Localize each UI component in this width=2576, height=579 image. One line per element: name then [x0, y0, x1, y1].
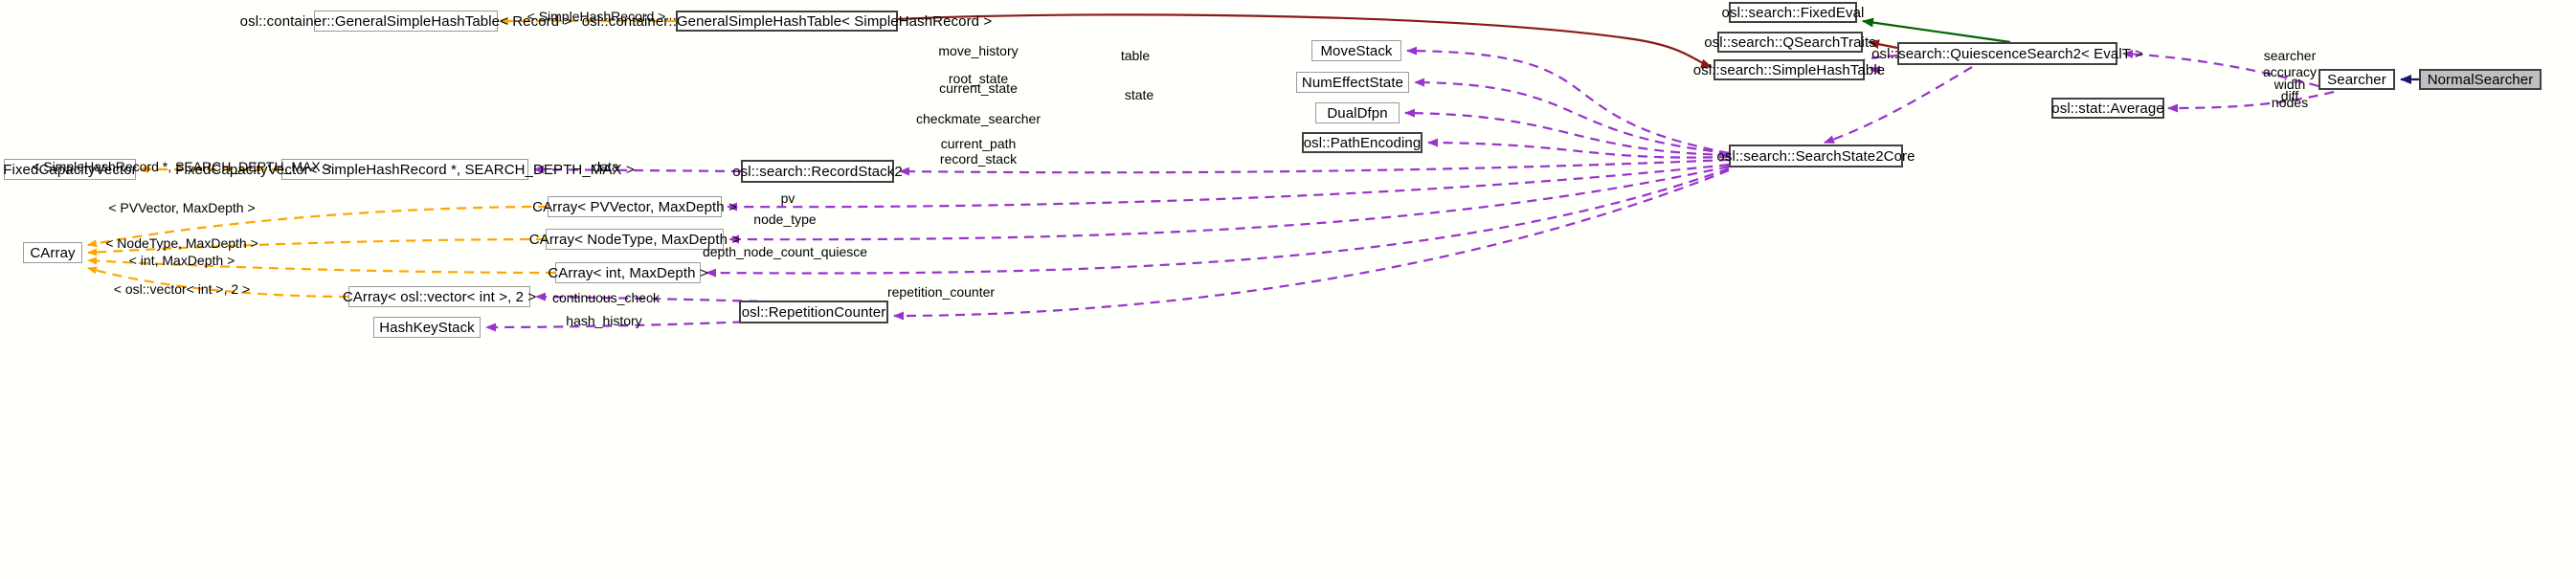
- edge-label-lbl-current-path: current_path: [940, 136, 1017, 151]
- node-label: osl::container::GeneralSimpleHashTable< …: [581, 12, 993, 30]
- edge-label-lbl-node-type: node_type: [753, 212, 817, 227]
- usage-edges: [485, 46, 2335, 332]
- edge-gsht-shr-simplehashtable: [897, 13, 1713, 69]
- node-hashkeystack[interactable]: HashKeyStack: [373, 317, 481, 338]
- node-label: osl::search::RecordStack2: [732, 163, 903, 180]
- node-qsearchtraits[interactable]: osl::search::QSearchTraits: [1704, 32, 1876, 53]
- edge-label-lbl-shr-sdm: < SimpleHashRecord *, SEARCH_DEPTH_MAX >: [32, 159, 332, 174]
- node-fixedcapacityvector[interactable]: FixedCapacityVector: [3, 159, 137, 180]
- node-quiescencesearch2[interactable]: osl::search::QuiescenceSearch2< EvalT >: [1871, 42, 2143, 65]
- node-label: NormalSearcher: [2427, 71, 2534, 88]
- node-stataverage[interactable]: osl::stat::Average: [2051, 98, 2164, 119]
- edge-label-lbl-repetition-counter: repetition_counter: [886, 284, 996, 300]
- edge-movestack-move-history: [1406, 46, 1730, 155]
- node-normalsearcher[interactable]: NormalSearcher: [2419, 69, 2542, 90]
- node-label: CArray< PVVector, MaxDepth >: [532, 198, 737, 215]
- node-label: osl::search::SimpleHashTable: [1692, 61, 1886, 78]
- node-carray[interactable]: CArray: [23, 242, 82, 263]
- edge-label-lbl-table: table: [1120, 48, 1151, 63]
- edge-pathencoding-current-path: [1427, 138, 1730, 159]
- edge-label-lbl-data: data: [593, 159, 619, 174]
- node-label: osl::search::QuiescenceSearch2< EvalT >: [1871, 45, 2143, 62]
- edge-label-lbl-vecint2: < osl::vector< int >, 2 >: [113, 281, 251, 297]
- edge-dualdfpn-checkmate: [1404, 108, 1730, 157]
- node-label: FixedCapacityVector< SimpleHashRecord *,…: [175, 161, 635, 178]
- edge-label-lbl-root-state: root_state: [948, 71, 1009, 86]
- node-label: DualDfpn: [1327, 104, 1388, 122]
- node-label: osl::PathEncoding: [1303, 134, 1422, 151]
- node-label: osl::search::FixedEval: [1721, 4, 1865, 21]
- node-dualdfpn[interactable]: DualDfpn: [1315, 102, 1400, 123]
- node-numeffectstate[interactable]: NumEffectState: [1296, 72, 1409, 93]
- edge-label-lbl-depth-node-count: depth_node_count_quiesce: [702, 244, 868, 259]
- edge-label-lbl-hash-history: hash_history: [566, 313, 642, 328]
- edge-recordstack2-record-stack: [899, 158, 1730, 176]
- node-label: osl::search::SearchState2Core: [1716, 147, 1915, 165]
- node-gsht-shr[interactable]: osl::container::GeneralSimpleHashTable< …: [582, 11, 992, 32]
- node-simplehashtable[interactable]: osl::search::SimpleHashTable: [1693, 59, 1885, 80]
- node-carray-nodetype[interactable]: CArray< NodeType, MaxDepth >: [529, 229, 740, 250]
- edge-repetitioncounter-repetition: [893, 168, 1730, 321]
- edge-label-lbl-checkmate-searcher: checkmate_searcher: [916, 111, 1041, 126]
- edge-label-lbl-int-maxdepth: < int, MaxDepth >: [128, 253, 235, 268]
- node-label: HashKeyStack: [379, 319, 475, 336]
- node-recordstack2[interactable]: osl::search::RecordStack2: [732, 160, 903, 183]
- node-carray-pv[interactable]: CArray< PVVector, MaxDepth >: [532, 196, 737, 217]
- node-pathencoding[interactable]: osl::PathEncoding: [1302, 132, 1422, 153]
- edge-numeffectstate-root-state: [1414, 78, 1730, 155]
- node-repetitioncounter[interactable]: osl::RepetitionCounter: [739, 301, 888, 323]
- node-label: CArray< osl::vector< int >, 2 >: [342, 288, 537, 305]
- edge-quiescencesearch2-fixedeval: [1862, 17, 2011, 44]
- node-carray-int[interactable]: CArray< int, MaxDepth >: [548, 262, 708, 283]
- edge-label-lbl-simplehashrecord: < SimpleHashRecord >: [526, 9, 666, 24]
- node-fcv-shr-sdm[interactable]: FixedCapacityVector< SimpleHashRecord *,…: [175, 159, 635, 180]
- node-searchstate2core[interactable]: osl::search::SearchState2Core: [1716, 145, 1915, 167]
- node-gsht-record[interactable]: osl::container::GeneralSimpleHashTable< …: [240, 11, 571, 32]
- node-label: FixedCapacityVector: [3, 161, 137, 178]
- edge-label-lbl-pv: pv: [780, 190, 795, 206]
- node-label: NumEffectState: [1301, 74, 1404, 91]
- node-label: Searcher: [2327, 71, 2386, 88]
- node-label: osl::container::GeneralSimpleHashTable< …: [239, 12, 572, 30]
- node-label: CArray< NodeType, MaxDepth >: [528, 231, 741, 248]
- node-label: CArray< int, MaxDepth >: [548, 264, 708, 281]
- node-label: osl::search::QSearchTraits: [1704, 33, 1876, 51]
- edge-label-lbl-continuous-check: continuous_check: [551, 290, 661, 305]
- edge-label-lbl-pvvector-maxdepth: < PVVector, MaxDepth >: [108, 200, 256, 215]
- node-label: MoveStack: [1320, 42, 1393, 59]
- edge-label-lbl-searcher: searcher: [2263, 48, 2317, 63]
- edge-label-lbl-diff: diff: [2280, 88, 2299, 103]
- node-label: CArray: [30, 244, 76, 261]
- edge-label-lbl-move-history: move_history: [938, 43, 1019, 58]
- node-label: osl::stat::Average: [2051, 100, 2164, 117]
- node-searcher[interactable]: Searcher: [2318, 69, 2395, 90]
- edge-label-lbl-current-state: current_state: [939, 80, 1018, 96]
- edge-label-lbl-width: width: [2274, 77, 2306, 92]
- edge-stataverage-nodes: [2167, 90, 2335, 113]
- edge-label-lbl-nodetype-maxdepth: < NodeType, MaxDepth >: [105, 235, 258, 251]
- edge-label-lbl-accuracy: accuracy: [2262, 64, 2318, 79]
- edge-label-lbl-nodes: nodes: [2271, 95, 2309, 110]
- edge-label-lbl-state: state: [1124, 87, 1154, 102]
- node-fixedeval[interactable]: osl::search::FixedEval: [1722, 2, 1864, 23]
- node-label: osl::RepetitionCounter: [741, 303, 886, 321]
- edge-label-lbl-record-stack: record_stack: [939, 151, 1018, 167]
- node-carray-vecint2[interactable]: CArray< osl::vector< int >, 2 >: [343, 286, 536, 307]
- node-movestack[interactable]: MoveStack: [1311, 40, 1401, 61]
